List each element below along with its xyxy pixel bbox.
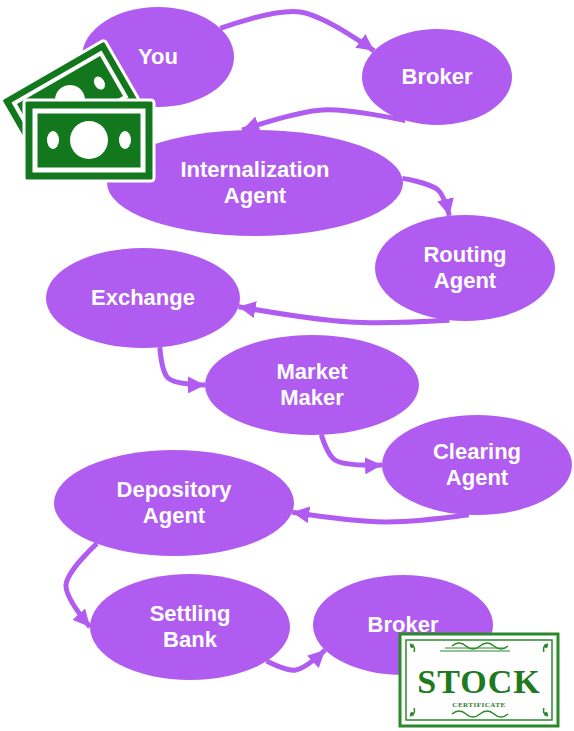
node-texts: Clearing Agent — [422, 439, 532, 492]
flow-arrow — [402, 178, 449, 215]
ellipse-fill — [375, 215, 555, 321]
front-bill — [24, 100, 154, 181]
process-ellipse: Broker — [362, 29, 512, 125]
ellipse-fill — [362, 29, 512, 125]
node-texts: Internalization Agent — [160, 157, 350, 210]
process-ellipse: Settling Bank — [90, 574, 290, 680]
node-label: Broker — [368, 612, 439, 638]
node-label: Market Maker — [257, 359, 367, 412]
ellipse-fill — [90, 574, 290, 680]
node-texts: Depository Agent — [99, 477, 249, 530]
ellipse-fill — [205, 335, 419, 435]
certificate-title: STOCK — [417, 663, 540, 701]
node-label: Internalization Agent — [160, 157, 350, 210]
node-label: Settling Bank — [135, 601, 245, 654]
process-ellipse: Routing Agent — [375, 215, 555, 321]
node-label: Depository Agent — [99, 477, 249, 530]
node-texts: Broker — [368, 612, 439, 638]
node-label: Exchange — [91, 285, 195, 311]
node-label: Clearing Agent — [422, 439, 532, 492]
node-texts: Market Maker — [257, 359, 367, 412]
certificate-subtitle: CERTIFICATE — [452, 701, 505, 709]
node-label: Broker — [402, 64, 473, 90]
node-texts: Exchange — [91, 285, 195, 311]
ellipse-fill — [46, 248, 240, 348]
flow-arrow — [220, 12, 374, 51]
node-texts: You — [138, 44, 178, 70]
flow-arrow — [292, 512, 469, 522]
flow-arrow — [66, 544, 97, 627]
ellipse-fill — [382, 415, 572, 515]
node-texts: Settling Bank — [135, 601, 245, 654]
flow-arrow — [242, 110, 405, 130]
flow-arrow — [321, 435, 382, 465]
node-label: Routing Agent — [410, 242, 520, 295]
process-ellipse: Depository Agent — [54, 450, 294, 556]
process-ellipse: Clearing Agent — [382, 415, 572, 515]
flow-arrow — [160, 347, 205, 385]
node-label: You — [138, 44, 178, 70]
process-ellipse: Market Maker — [205, 335, 419, 435]
process-ellipse: Exchange — [46, 248, 240, 348]
node-texts: Broker — [402, 64, 473, 90]
node-texts: Routing Agent — [410, 242, 520, 295]
ellipse-fill — [54, 450, 294, 556]
